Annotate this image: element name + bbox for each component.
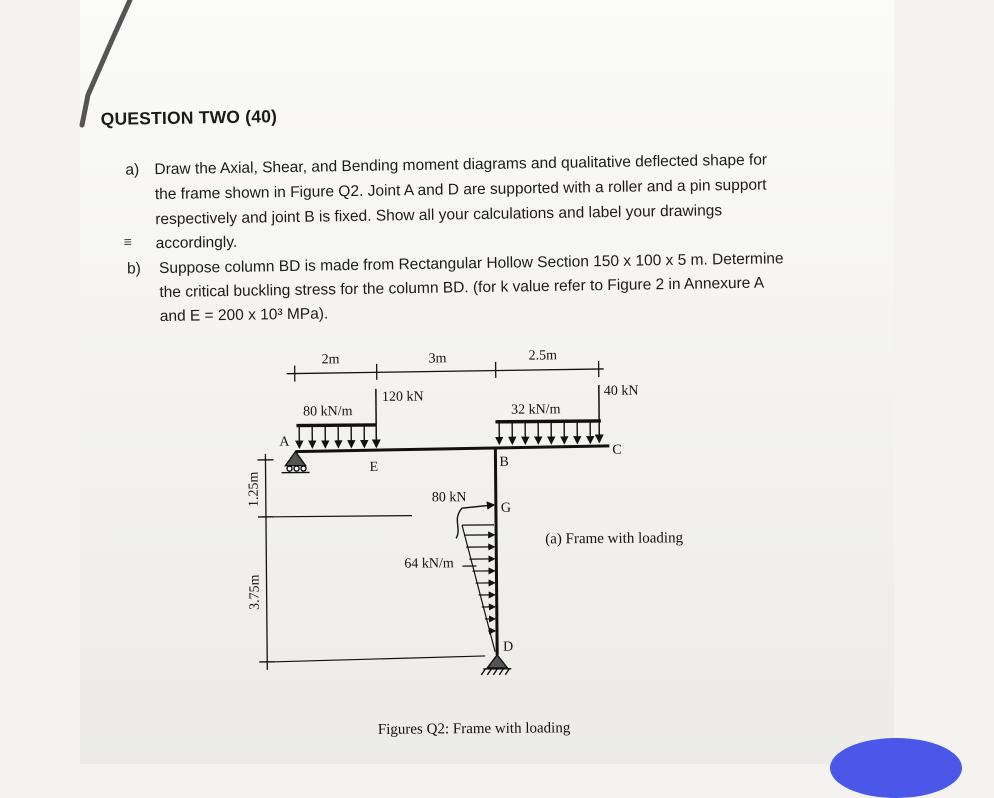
udl-arrows-b-c xyxy=(496,420,600,444)
floating-action-button[interactable] xyxy=(830,738,962,798)
node-label-c: C xyxy=(612,443,621,458)
load-udl-bc: 32 kN/m xyxy=(511,402,561,417)
load-point-g: 80 kN xyxy=(432,490,467,505)
udl-arrows-a-e xyxy=(297,424,375,448)
load-triangular-bd: 64 kN/m xyxy=(404,556,454,571)
node-label-g: G xyxy=(501,501,511,516)
load-udl-ae: 80 kN/m xyxy=(303,404,353,419)
figure-subcaption: (a) Frame with loading xyxy=(545,530,684,547)
point-load-g-arrow xyxy=(456,505,494,538)
base-reference-line xyxy=(275,656,485,662)
node-label-a: A xyxy=(279,435,290,450)
dim-2-5m: 2.5m xyxy=(529,348,558,363)
frame-figure: 2m 3m 2.5m 1.25m 3.75m 80 kN/m 120 kN xyxy=(0,0,994,768)
node-label-d: D xyxy=(503,640,513,655)
load-point-e: 120 kN xyxy=(382,389,424,404)
level-reference-line xyxy=(274,516,412,517)
point-load-e-arrow xyxy=(376,389,377,447)
dim-1-25m: 1.25m xyxy=(247,471,262,507)
node-label-e: E xyxy=(369,460,378,475)
roller-support-a xyxy=(281,451,309,472)
dim-3m: 3m xyxy=(429,351,447,366)
node-label-b: B xyxy=(499,455,508,470)
triangular-load-bd xyxy=(462,525,495,652)
pin-support-d xyxy=(481,655,511,675)
beam-a-c xyxy=(295,446,609,452)
dim-3-75m: 3.75m xyxy=(247,574,262,610)
column-b-d xyxy=(495,448,497,655)
dim-2m: 2m xyxy=(322,352,340,367)
figure-caption: Figures Q2: Frame with loading xyxy=(378,720,571,738)
load-point-c: 40 kN xyxy=(604,384,639,399)
